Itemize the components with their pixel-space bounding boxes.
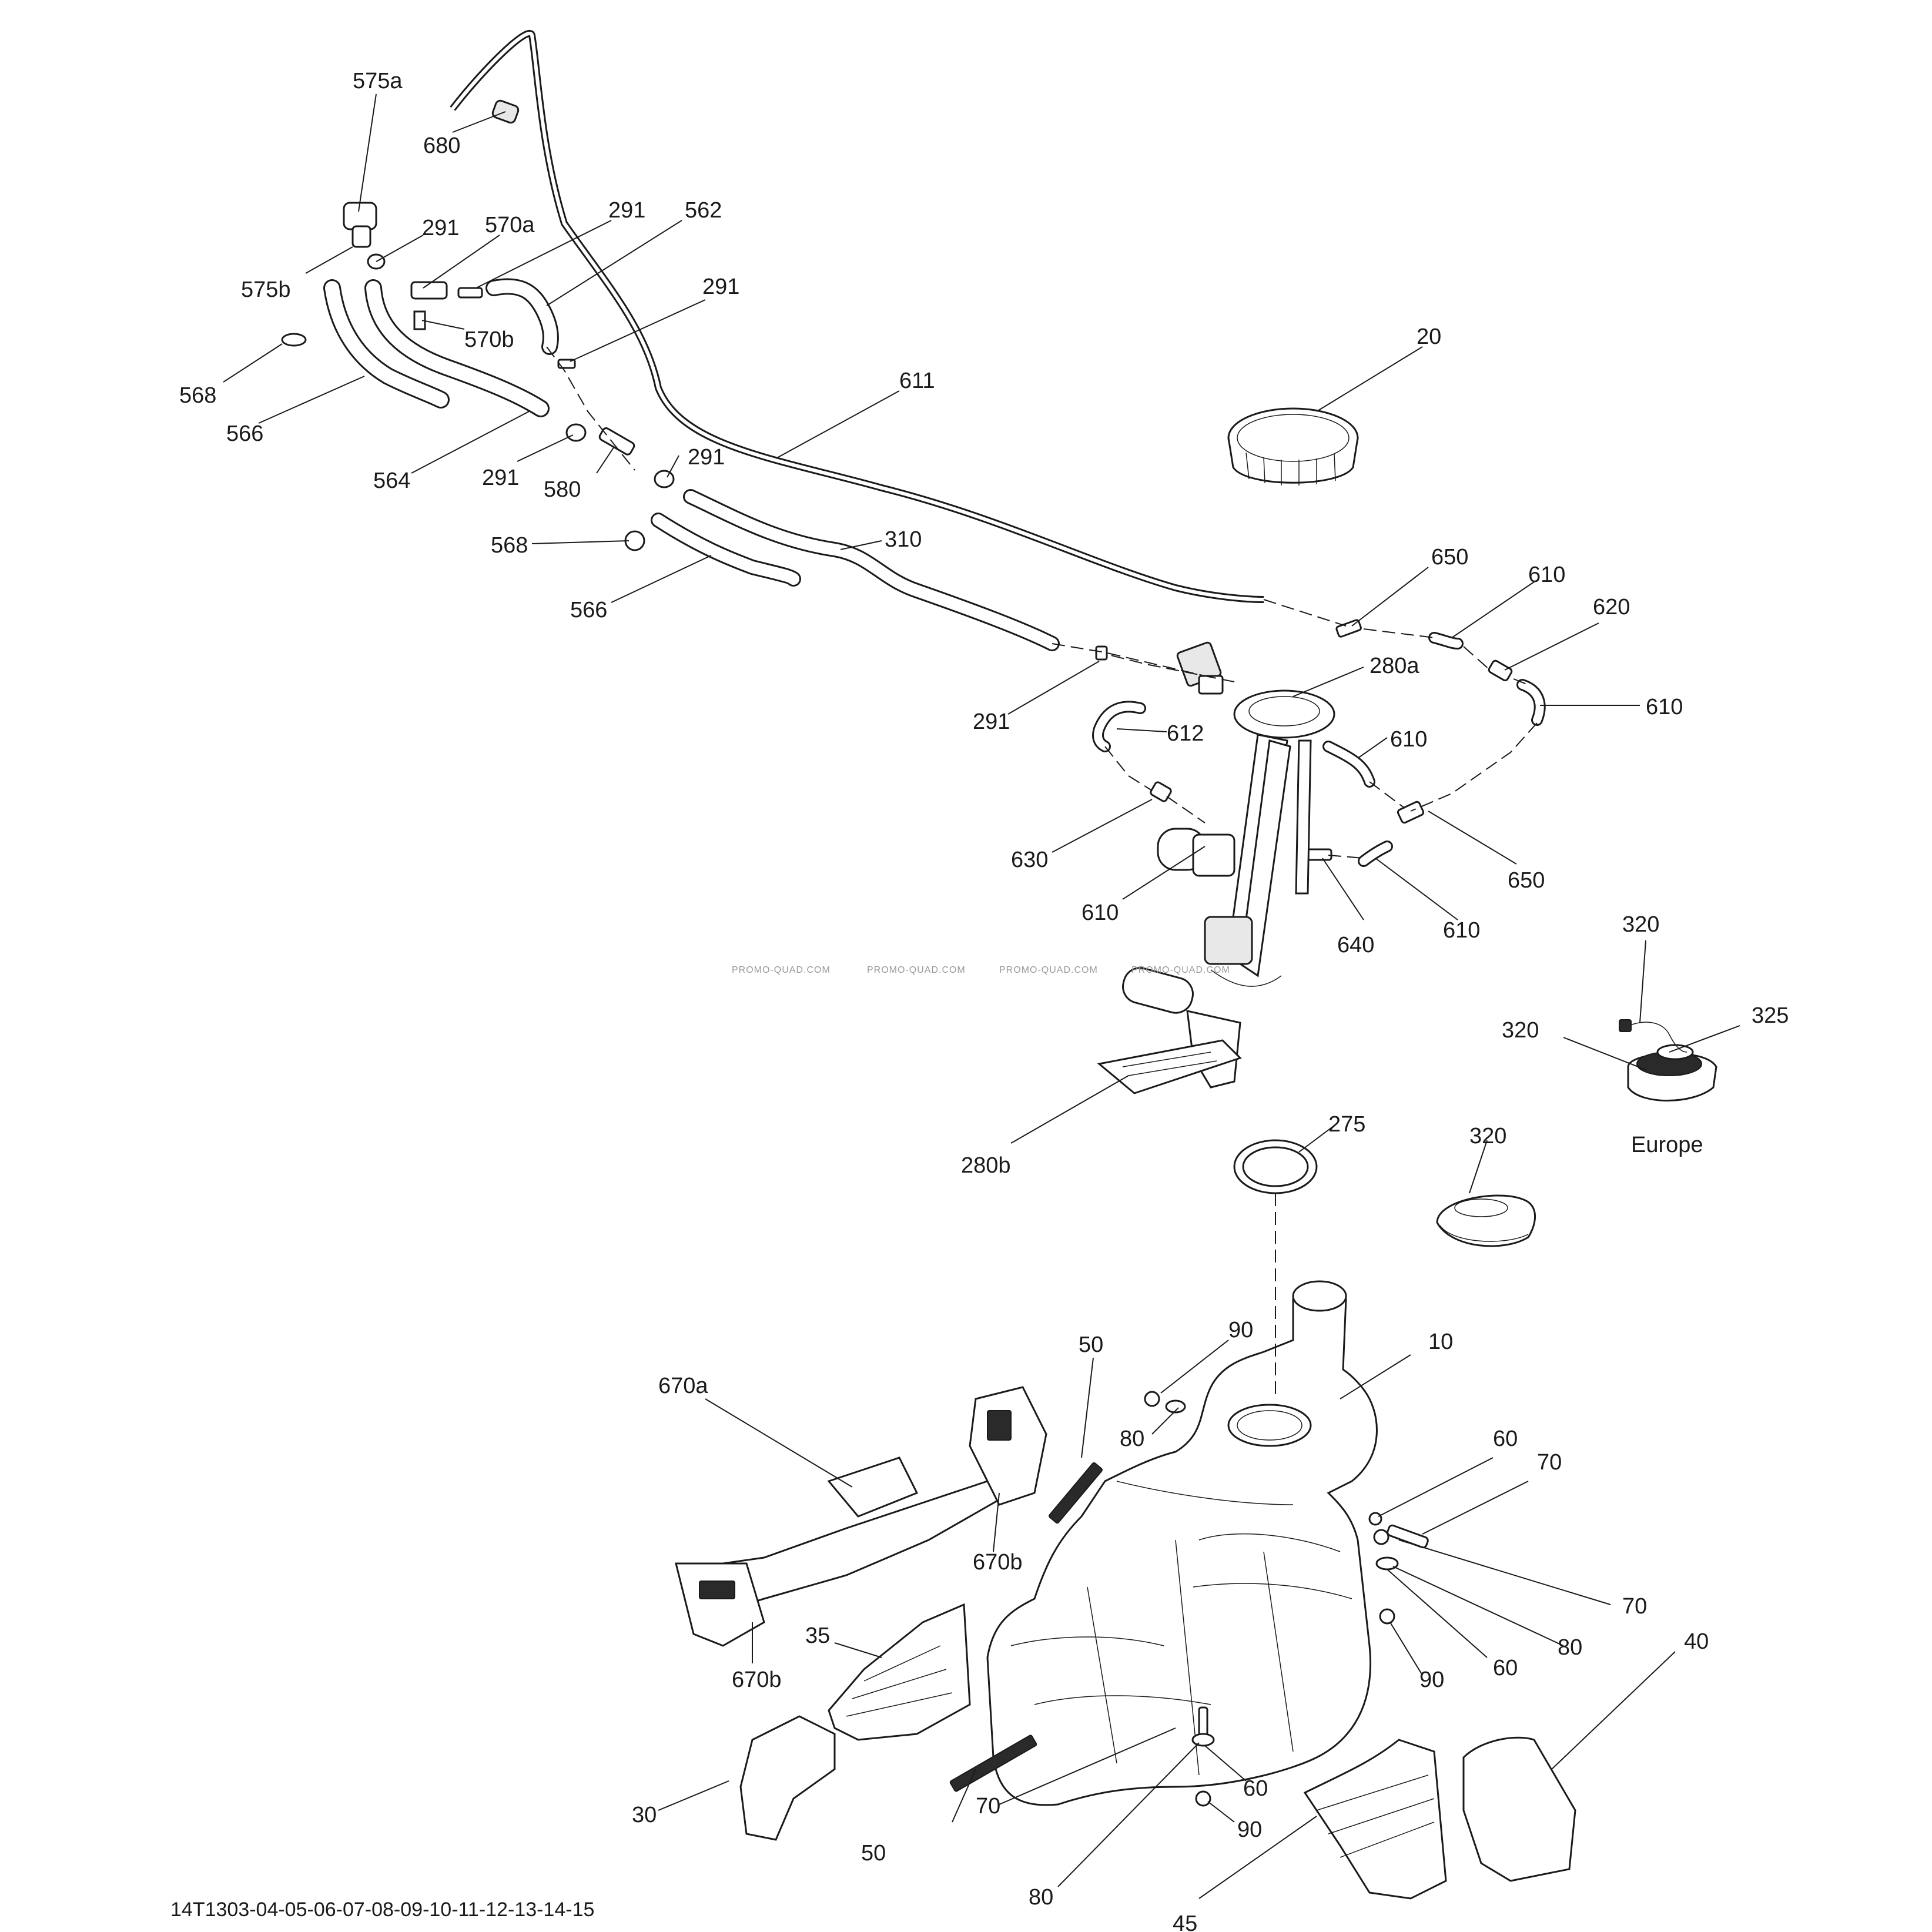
- callout-291-a: 291: [422, 216, 459, 240]
- watermark-row: PROMO-QUAD.COM PROMO-QUAD.COM PROMO-QUAD…: [732, 965, 1230, 975]
- callout-630: 630: [1011, 848, 1048, 872]
- callout-35: 35: [805, 1623, 830, 1648]
- foam-pad-45: [1303, 1739, 1447, 1900]
- callout-612: 612: [1167, 721, 1204, 746]
- fuel-pump-module-280a: [1122, 641, 1335, 1014]
- callout-611: 611: [899, 369, 935, 393]
- watermark-text: PROMO-QUAD.COM: [867, 965, 966, 975]
- callout-80-c: 80: [1029, 1885, 1053, 1910]
- callout-568-a: 568: [179, 383, 216, 408]
- callout-60-b: 60: [1493, 1656, 1518, 1680]
- callout-650-b: 650: [1508, 868, 1545, 893]
- callout-10: 10: [1428, 1330, 1453, 1354]
- watermark-text: PROMO-QUAD.COM: [732, 965, 831, 975]
- hose-612-inner: [1094, 702, 1144, 751]
- callout-45: 45: [1173, 1911, 1197, 1932]
- callout-90-b: 90: [1419, 1668, 1444, 1692]
- assembly-lines: [546, 346, 1538, 1399]
- callout-50-a: 50: [1079, 1332, 1103, 1357]
- watermark-text: PROMO-QUAD.COM: [999, 965, 1098, 975]
- callout-80-a: 80: [1120, 1427, 1144, 1451]
- heat-shield-35: [828, 1603, 971, 1741]
- heat-shield-30: [739, 1715, 836, 1841]
- drawing-number: 14T1303-04-05-06-07-08-09-10-11-12-13-14…: [170, 1898, 594, 1921]
- parts-artwork: [281, 30, 1717, 1900]
- callout-labels: 575a 680 291 570a 291 562 575b 570b 291 …: [179, 69, 1789, 1932]
- callout-20: 20: [1417, 324, 1441, 349]
- callout-580: 580: [544, 477, 581, 502]
- hose-310-inner: [685, 491, 1058, 649]
- strainer-280b: [1097, 1010, 1242, 1094]
- callout-90-c: 90: [1237, 1817, 1262, 1842]
- callout-275: 275: [1328, 1112, 1365, 1137]
- callout-280b: 280b: [961, 1153, 1011, 1178]
- callout-570b: 570b: [464, 327, 514, 352]
- callout-30: 30: [632, 1803, 657, 1827]
- callout-320-a: 320: [1622, 912, 1659, 937]
- lock-ring-20: [1227, 407, 1359, 485]
- callout-291-c: 291: [702, 274, 739, 299]
- callout-70-c: 70: [976, 1794, 1000, 1819]
- callout-670b-b: 670b: [732, 1668, 782, 1692]
- hose-611-inner: [451, 32, 1264, 601]
- hose-564-inner: [366, 281, 548, 416]
- leader-lines: [223, 93, 1740, 1899]
- callout-610-b: 610: [1646, 695, 1683, 719]
- callout-40: 40: [1684, 1629, 1709, 1654]
- callout-310: 310: [885, 527, 922, 552]
- small-fittings: [281, 99, 1513, 861]
- hose-610-2-inner: [1518, 681, 1544, 724]
- callout-575a: 575a: [353, 69, 403, 93]
- callout-60-c: 60: [1243, 1776, 1268, 1801]
- callout-564: 564: [373, 468, 410, 493]
- callout-291-b: 291: [608, 198, 645, 223]
- hose-611: [450, 30, 1264, 603]
- callout-670a: 670a: [658, 1374, 708, 1398]
- callout-70-b: 70: [1622, 1594, 1647, 1619]
- callout-640: 640: [1337, 933, 1374, 957]
- fuel-cap-320: [1436, 1194, 1536, 1247]
- callout-291-f: 291: [973, 709, 1010, 734]
- callout-670b-a: 670b: [973, 1550, 1023, 1575]
- callout-610-c: 610: [1390, 727, 1427, 752]
- hose-562-inner: [487, 280, 557, 353]
- callout-562: 562: [685, 198, 722, 223]
- gasket-275: [1233, 1139, 1318, 1194]
- callout-291-d: 291: [482, 466, 519, 490]
- callout-566-b: 566: [570, 598, 607, 622]
- callout-70-a: 70: [1537, 1450, 1562, 1475]
- callout-325: 325: [1752, 1003, 1789, 1028]
- callout-280a: 280a: [1370, 654, 1419, 678]
- region-label-europe: Europe: [1631, 1133, 1703, 1157]
- callout-320-b: 320: [1502, 1018, 1539, 1043]
- foam-pad-40: [1462, 1736, 1576, 1882]
- callout-320-c: 320: [1469, 1124, 1506, 1149]
- fuel-cap-europe-assembly: [1619, 1019, 1717, 1101]
- callout-90-a: 90: [1228, 1318, 1253, 1342]
- hardware-fasteners: [1144, 1391, 1429, 1807]
- watermark-text: PROMO-QUAD.COM: [1131, 965, 1230, 975]
- callout-60-a: 60: [1493, 1427, 1518, 1451]
- callout-570a: 570a: [485, 213, 535, 237]
- callout-650-a: 650: [1431, 545, 1468, 570]
- callout-575b: 575b: [241, 277, 291, 302]
- callout-610-a: 610: [1528, 562, 1565, 587]
- callout-610-d: 610: [1081, 900, 1119, 925]
- hose-566-lower-inner: [652, 514, 799, 585]
- callout-80-b: 80: [1558, 1635, 1582, 1660]
- hose-610-3-inner: [1360, 842, 1391, 865]
- bracket-670a: [675, 1386, 1047, 1647]
- fuel-tank-10: [986, 1280, 1378, 1806]
- callout-620: 620: [1593, 595, 1630, 620]
- hose-566-upper-inner: [325, 281, 448, 407]
- callout-568-b: 568: [491, 533, 528, 558]
- callout-610-e: 610: [1443, 918, 1480, 943]
- callout-566-a: 566: [226, 421, 263, 446]
- callout-50-b: 50: [861, 1841, 886, 1866]
- callout-680: 680: [423, 133, 460, 158]
- callout-291-e: 291: [688, 445, 725, 470]
- hose-610-4-inner: [1430, 634, 1462, 648]
- hose-610-1-inner: [1324, 742, 1374, 786]
